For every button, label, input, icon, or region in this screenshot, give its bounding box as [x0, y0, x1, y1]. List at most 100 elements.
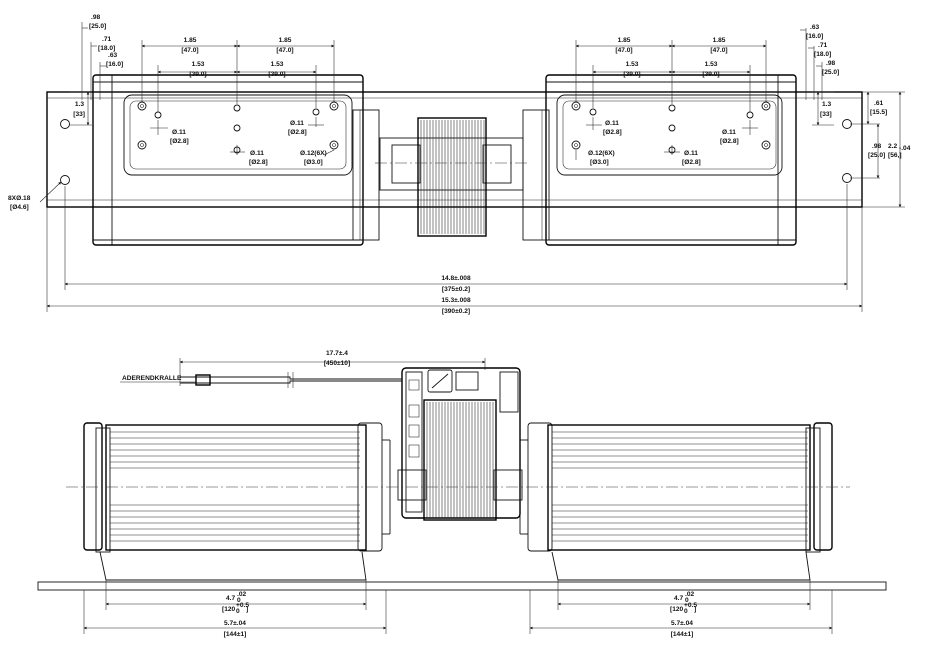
dim-wheel-left: 4.7 [226, 595, 235, 602]
dim-wheel-left-mm-close: ] [246, 606, 248, 613]
top-right-dimension-lines [575, 28, 905, 208]
dim-lead-length-mm: [450±10] [324, 360, 350, 367]
dim-edge-63: .63 [108, 52, 117, 59]
dim-r-height-13: 1.3 [822, 101, 831, 108]
dim-hole-b-mm: [Ø2.8] [249, 159, 268, 166]
dim-r-hole-b: Ø.11 [684, 150, 698, 157]
dim-flange-holes: 8XØ.18 [8, 195, 31, 202]
dim-pitch-outer-left: 1.85 [184, 37, 197, 44]
dim-r-hole-c-mm: [Ø2.8] [720, 138, 739, 145]
dim-r-hole-a: Ø.11 [605, 120, 619, 127]
dim-wheel-left-mm-tol: +0.5 [236, 602, 249, 609]
dim-pitch-outer-right-mm: [47.0] [276, 47, 293, 54]
top-right-labels: 1.85 [47.0] 1.85 [47.0] 1.53 [39.0] 1.53… [588, 24, 839, 166]
dim-hole-a-mm: [Ø2.8] [170, 138, 189, 145]
right-unit-holes [571, 101, 771, 154]
front-view: 17.7±.4 [450±10] ADERENDKRALLE 4.7 .02 0… [37, 350, 887, 638]
dim-edge-98-mm: [25.0] [89, 23, 106, 30]
dim-hole-c-mm: [Ø2.8] [288, 129, 307, 136]
dim-side-22: 2.2 [888, 143, 897, 150]
left-blower-housing [92, 74, 380, 246]
dim-hole-6x: Ø.12(6X) [300, 150, 327, 157]
dim-r-pitch-inner-right: 1.53 [705, 61, 718, 68]
dim-wheel-left-mm-tol0: 0 [236, 608, 240, 615]
dim-hole-spacing: 14.8±.008 [441, 275, 471, 282]
dim-pitch-inner-left-mm: [39.0] [189, 71, 206, 78]
dim-height-13-mm: [33] [73, 111, 85, 118]
dim-hole-spacing-mm: [375±0.2] [442, 286, 470, 293]
dim-housing-right: 5.7±.04 [671, 620, 693, 627]
dim-wheel-right: 4.7 [674, 595, 683, 602]
dim-housing-left: 5.7±.04 [224, 620, 246, 627]
motor-top [375, 117, 528, 237]
dim-edge-63-mm: [16.0] [106, 61, 123, 68]
dim-r-edge-63-mm: [16.0] [806, 33, 823, 40]
lead-wires [120, 358, 486, 388]
front-dimension-lines [83, 580, 833, 634]
dim-r-hole-b-mm: [Ø2.8] [682, 159, 701, 166]
dim-wheel-right-tol-up: .02 [685, 591, 694, 598]
dim-r-hole-a-mm: [Ø2.8] [603, 129, 622, 136]
top-view: 1.85 [47.0] 1.85 [47.0] 1.53 [39.0] 1.53… [8, 14, 911, 315]
dim-wheel-right-mm-tol: +0.5 [684, 602, 697, 609]
right-blower-housing [522, 74, 797, 246]
dim-r-edge-63: .63 [810, 24, 819, 31]
dim-r-pitch-outer-left-mm: [47.0] [615, 47, 632, 54]
dim-wheel-right-mm-tol0: 0 [684, 608, 688, 615]
dim-r-pitch-outer-left: 1.85 [618, 37, 631, 44]
dim-r-pitch-inner-left-mm: [39.0] [623, 71, 640, 78]
dim-r-edge-71: .71 [818, 42, 827, 49]
dim-r-edge-98-mm: [25.0] [822, 69, 839, 76]
dim-side-61: .61 [874, 100, 883, 107]
dim-hole-b: Ø.11 [250, 150, 264, 157]
left-blower-front [83, 422, 391, 581]
dim-r-edge-98: .98 [826, 60, 835, 67]
motor-front [397, 367, 523, 521]
dim-r-pitch-outer-right-mm: [47.0] [710, 47, 727, 54]
dim-wheel-right-tol-dn: 0 [685, 597, 689, 604]
dim-flange-holes-mm: [Ø4.6] [10, 204, 29, 211]
dim-pitch-inner-right-mm: [39.0] [268, 71, 285, 78]
dim-overall-length: 15.3±.008 [441, 297, 471, 304]
dim-edge-71-mm: [18.0] [98, 45, 115, 52]
top-left-dimension-lines [70, 22, 335, 156]
dim-side-22-mm: [56,] [888, 152, 902, 159]
dim-wheel-left-mm: [120 [222, 606, 236, 613]
dim-side-98-mm: [25.0] [868, 152, 885, 159]
dim-r-hole-c: Ø.11 [722, 129, 736, 136]
overall-dimension-lines [39, 181, 863, 312]
dim-r-pitch-inner-right-mm: [39.0] [702, 71, 719, 78]
dim-edge-98: .98 [91, 14, 100, 21]
front-labels: 17.7±.4 [450±10] ADERENDKRALLE 4.7 .02 0… [122, 350, 697, 638]
top-side-labels: 8XØ.18 [Ø4.6] .61 [15.5] .98 [25.0] 2.2 … [8, 100, 911, 315]
dim-height-13: 1.3 [75, 101, 84, 108]
front-base-plate [37, 581, 887, 591]
dim-side-98: .98 [872, 143, 881, 150]
top-left-labels: 1.85 [47.0] 1.85 [47.0] 1.53 [39.0] 1.53… [73, 14, 327, 166]
dim-side-61-mm: [15.5] [870, 109, 887, 116]
dim-lead-length: 17.7±.4 [326, 350, 348, 357]
dim-wheel-right-mm: [120 [670, 606, 684, 613]
dim-pitch-outer-left-mm: [47.0] [181, 47, 198, 54]
dim-housing-right-mm: [144±1] [671, 631, 694, 638]
dim-housing-left-mm: [144±1] [224, 631, 247, 638]
dim-pitch-inner-right: 1.53 [271, 61, 284, 68]
dim-r-height-13-mm: [33] [820, 111, 832, 118]
dim-edge-71: .71 [102, 36, 111, 43]
dim-r-pitch-outer-right: 1.85 [713, 37, 726, 44]
dim-r-hole-6x-mm: [Ø3.0] [590, 159, 609, 166]
dim-hole-a: Ø.11 [172, 129, 186, 136]
dim-side-22-tol: -.04 [899, 145, 911, 152]
mounting-plate [46, 91, 863, 208]
dim-r-edge-71-mm: [18.0] [814, 51, 831, 58]
dim-overall-length-mm: [390±0.2] [442, 308, 470, 315]
dim-wheel-left-tol-dn: 0 [237, 597, 241, 604]
dim-r-hole-6x: Ø.12(6X) [588, 150, 615, 157]
dim-hole-6x-mm: [Ø3.0] [304, 159, 323, 166]
dim-wheel-right-mm-close: ] [694, 606, 696, 613]
right-blower-front [519, 422, 833, 581]
dim-wheel-left-tol-up: .02 [237, 591, 246, 598]
dim-r-pitch-inner-left: 1.53 [626, 61, 639, 68]
dim-pitch-inner-left: 1.53 [192, 61, 205, 68]
